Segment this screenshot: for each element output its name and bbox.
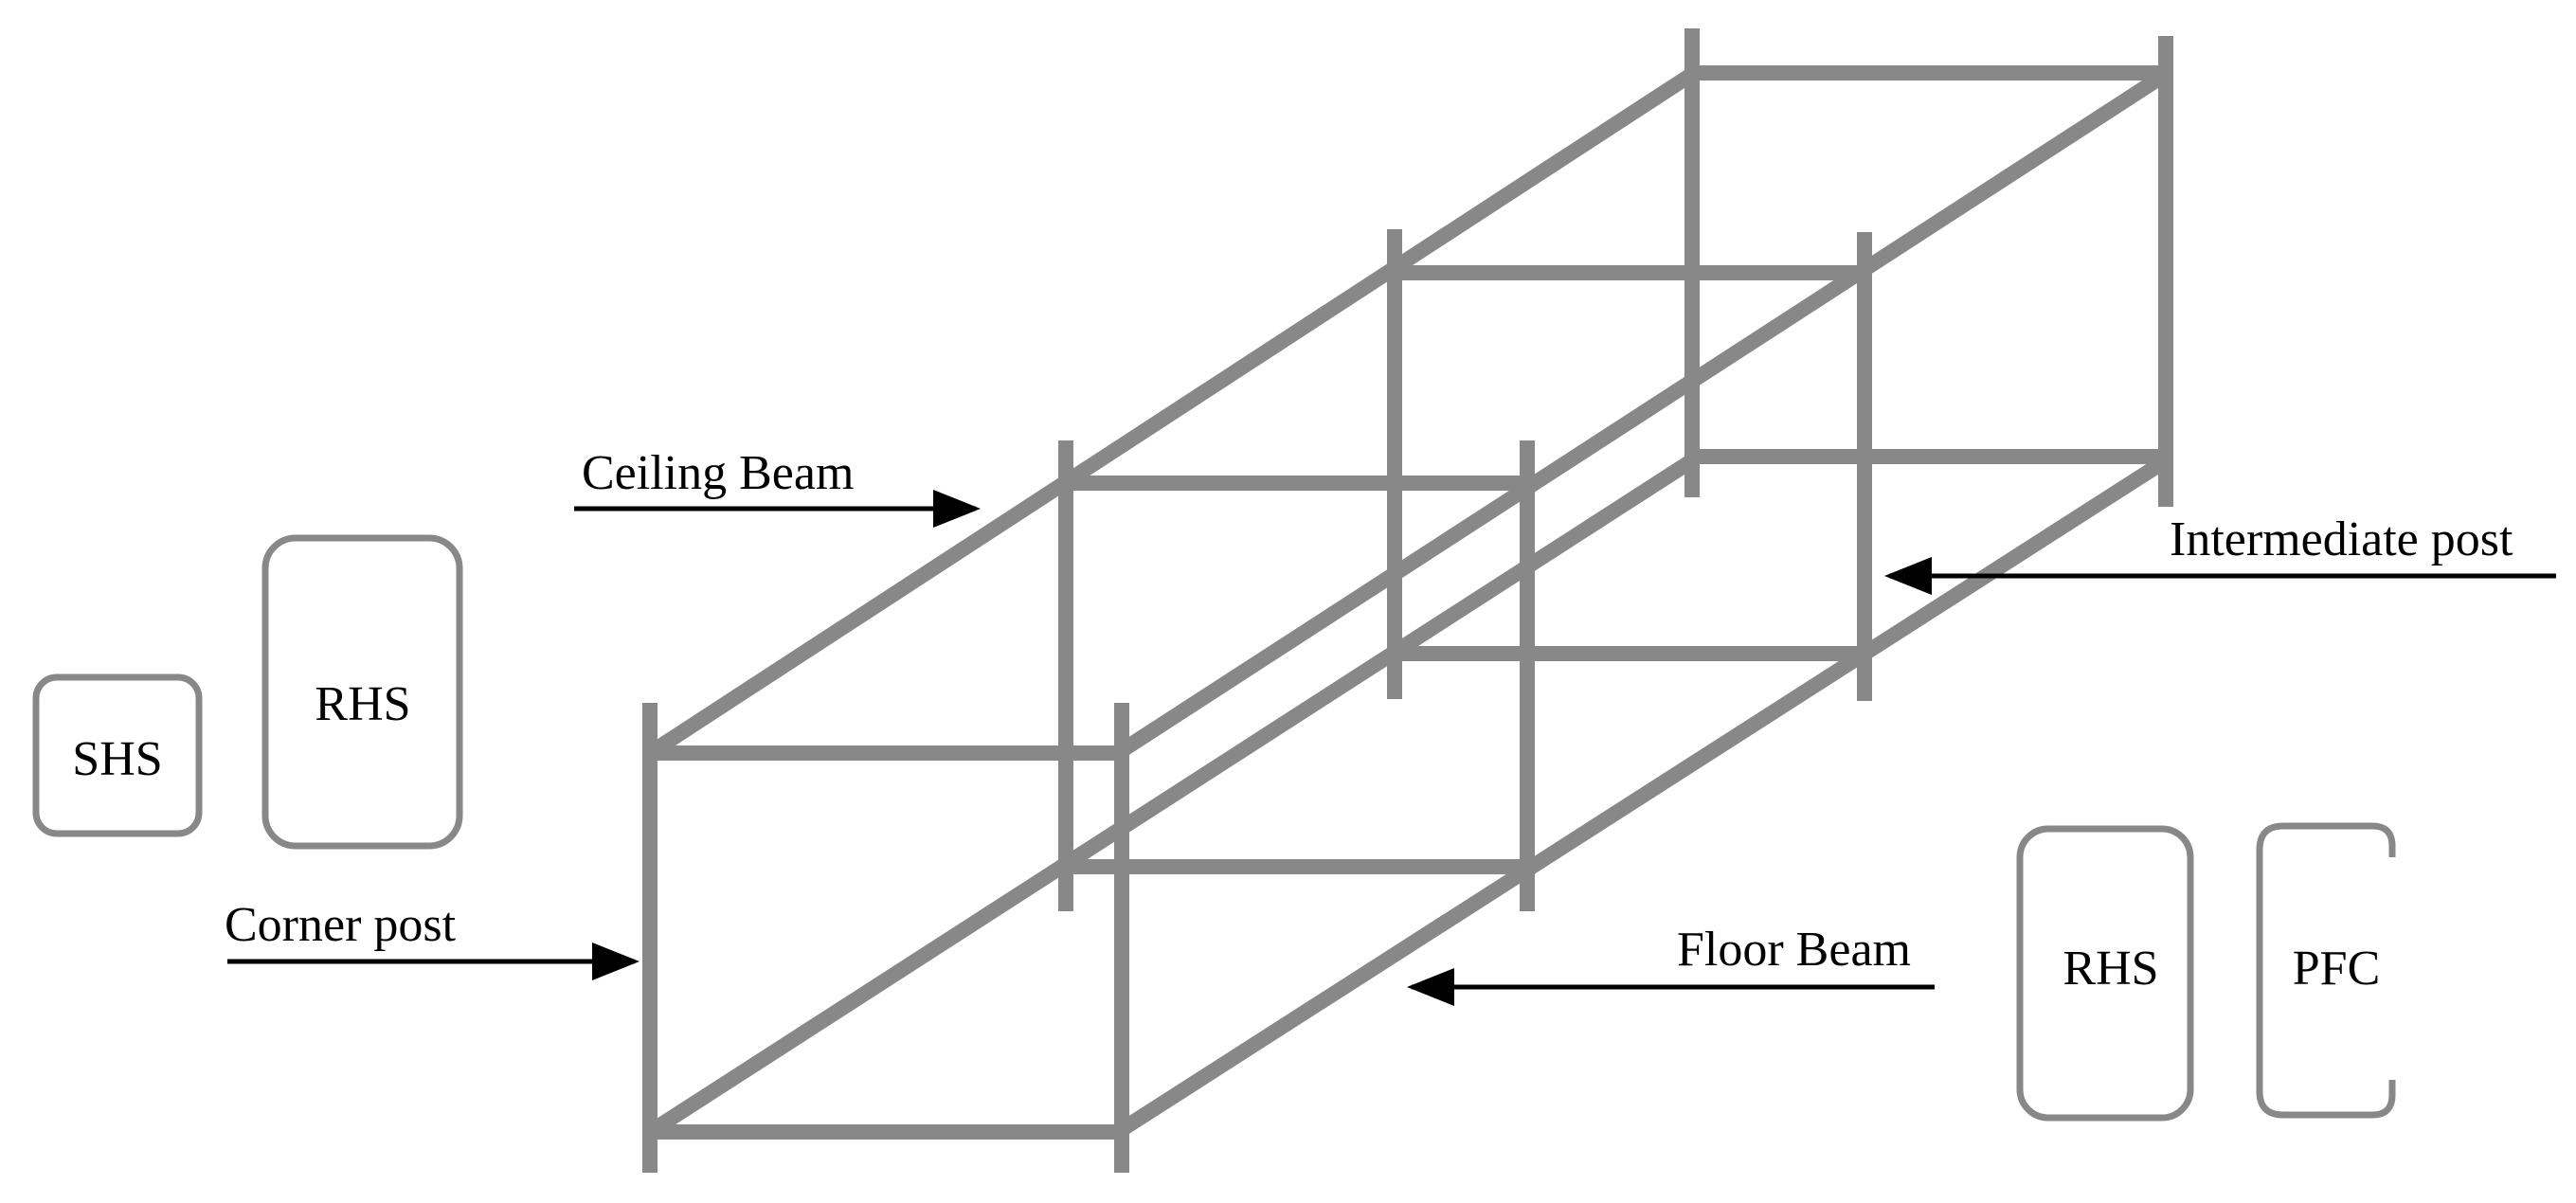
floor-beam-label: Floor Beam bbox=[1677, 923, 1911, 977]
frame-posts bbox=[642, 28, 2173, 1173]
front-bottom-longitudinal-beam bbox=[645, 453, 1699, 1139]
shs-section-outline bbox=[32, 673, 203, 837]
pfc-section-label: PFC bbox=[2293, 942, 2381, 996]
callout-ceiling-beam: Ceiling Beam bbox=[574, 446, 981, 528]
callout-corner-post: Corner post bbox=[225, 898, 639, 980]
rhs-right-section-label: RHS bbox=[2063, 942, 2158, 996]
frame-longitudinal-beams bbox=[645, 66, 2172, 1139]
corner-post-label: Corner post bbox=[225, 898, 457, 952]
intermediate-post-label: Intermediate post bbox=[2170, 512, 2513, 566]
section-shs: SHS bbox=[32, 673, 203, 837]
frame-ceiling-beams bbox=[650, 65, 2168, 761]
front-top-longitudinal-beam bbox=[645, 66, 1699, 760]
ceiling-beam-label: Ceiling Beam bbox=[582, 446, 854, 500]
back-bottom-longitudinal-beam bbox=[1113, 453, 2172, 1139]
section-rhs-left: RHS bbox=[261, 534, 463, 850]
section-rhs-right: RHS bbox=[2016, 825, 2194, 1122]
shs-section-label: SHS bbox=[72, 732, 162, 786]
callout-floor-beam: Floor Beam bbox=[1407, 923, 1935, 1006]
frame-floor-beams bbox=[650, 449, 2168, 1140]
back-top-longitudinal-beam bbox=[1113, 66, 2172, 760]
rhs-left-section-outline bbox=[261, 534, 463, 850]
rhs-right-section-outline bbox=[2016, 825, 2194, 1122]
rhs-left-section-label: RHS bbox=[315, 677, 410, 731]
pfc-section-outline bbox=[2256, 822, 2396, 1119]
section-pfc: PFC bbox=[2256, 822, 2396, 1119]
callout-intermediate-post: Intermediate post bbox=[1884, 512, 2556, 595]
